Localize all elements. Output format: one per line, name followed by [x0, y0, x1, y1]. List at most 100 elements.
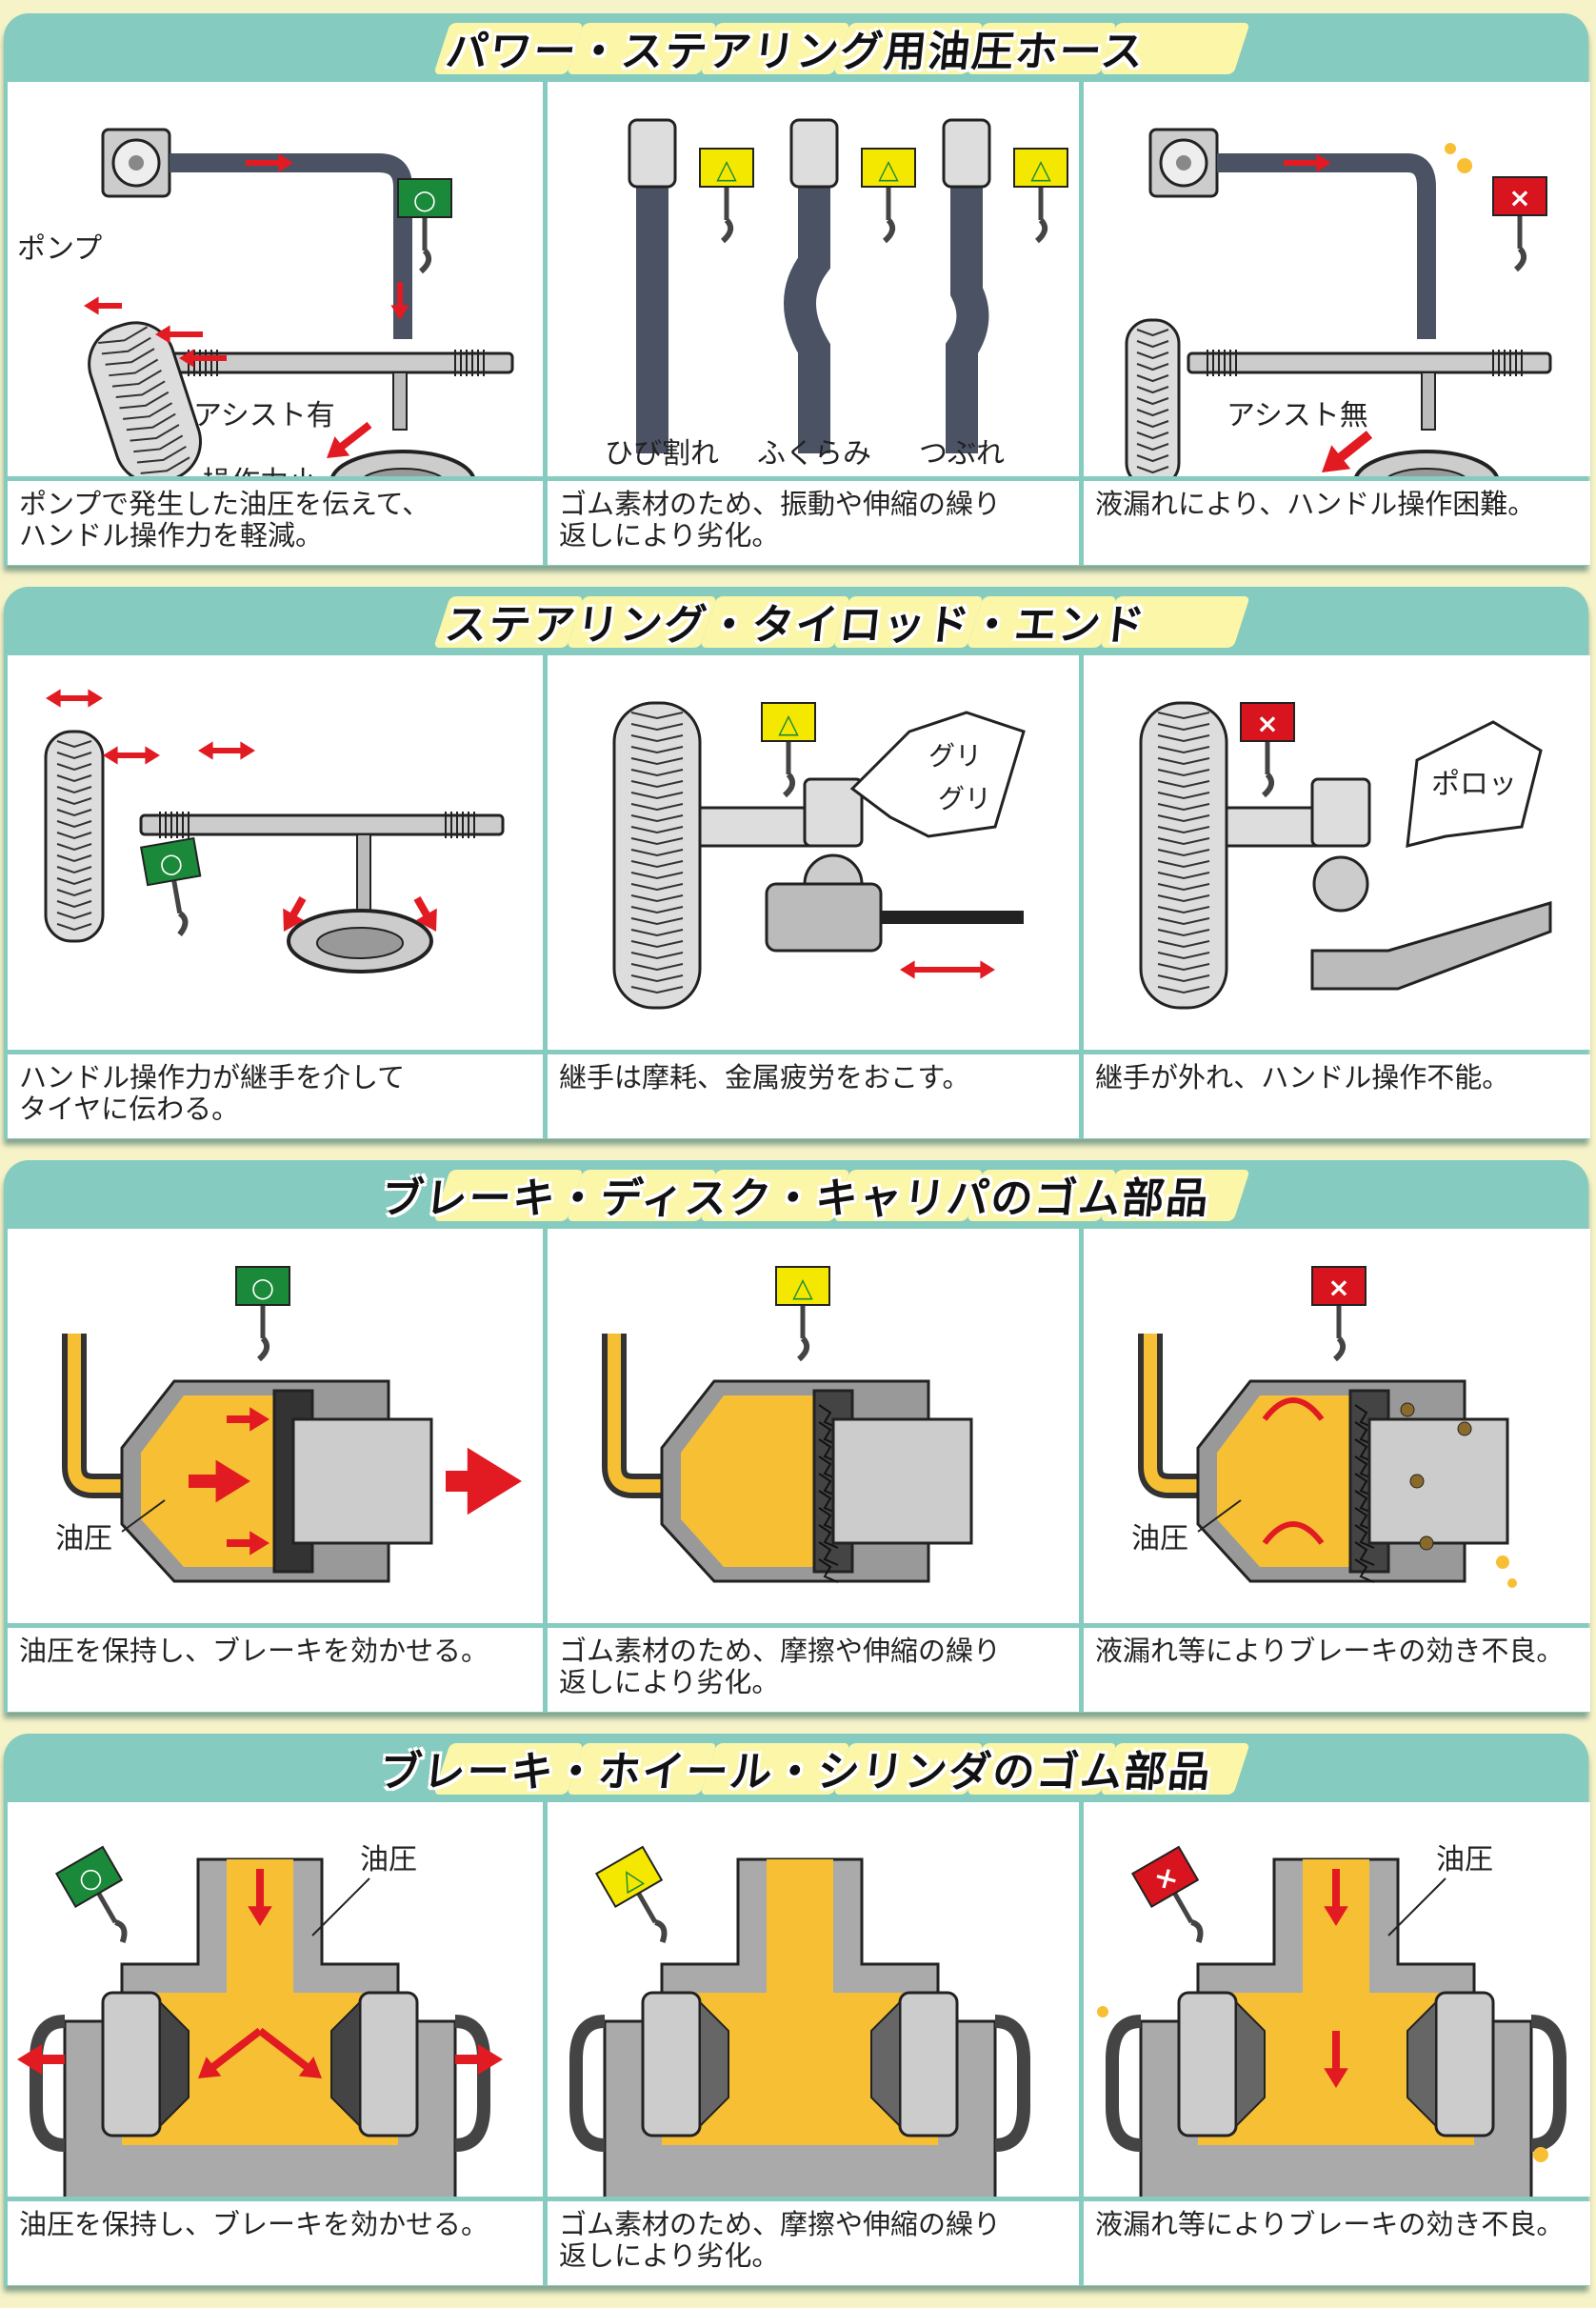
arrow-head [145, 746, 160, 765]
section-panel: パワー・ステアリング用油圧ホースポンプアシスト有操作力小○△△△ひび割れふくらみ… [4, 13, 1590, 566]
steering-column [356, 833, 371, 921]
arrow-shaft [227, 1415, 253, 1423]
arrow-shaft [209, 2027, 263, 2072]
arrow-head [478, 2044, 503, 2075]
crack-label: ひび割れ [605, 437, 719, 471]
rust-spot [1419, 1535, 1434, 1551]
oil-drop [1496, 1555, 1509, 1569]
tire-tread [630, 712, 684, 994]
oil-drop [1507, 1578, 1517, 1588]
section-header: ブレーキ・ディスク・キャリパのゴム部品 [4, 1160, 1588, 1229]
cup-seal [870, 1999, 901, 2129]
rust-spot [1457, 1421, 1472, 1436]
status-sign: × [1492, 176, 1547, 272]
rubber-hose [784, 139, 830, 453]
caption-text: 液漏れにより、ハンドル操作困難。 [1084, 481, 1590, 565]
triangle-mark-icon: △ [878, 153, 899, 185]
red-arrow-icon [257, 2027, 322, 2078]
cup-seal [159, 1999, 190, 2129]
tire-icon [612, 701, 702, 1010]
red-arrow-icon [198, 741, 236, 760]
hand-icon [256, 1335, 270, 1362]
sign-board [397, 178, 452, 218]
red-arrow-icon [1324, 2031, 1348, 2088]
section-panel: ステアリング・タイロッド・エンド○グリグリ△ポロッ×ハンドル操作力が継手を介して… [4, 587, 1590, 1139]
illustration: ポロッ× [1139, 701, 1552, 1010]
hose-fitting [789, 118, 839, 189]
pump-hub [129, 155, 144, 171]
tire-icon [1125, 318, 1181, 476]
seal-cracks [818, 1404, 839, 1583]
arrow-head [179, 349, 194, 368]
illustration-cell: ポロッ× [1084, 655, 1590, 1050]
red-arrow-icon [179, 349, 227, 368]
status-sign: △ [1013, 148, 1068, 244]
arrow-head [215, 1459, 250, 1503]
arrow-head [1321, 445, 1351, 472]
arrow-shaft [257, 2027, 311, 2072]
arrow-shaft [289, 896, 307, 919]
red-arrow-icon [103, 746, 141, 765]
sign-board [1492, 176, 1547, 216]
caption-text: ゴム素材のため、摩擦や伸縮の繰り 返しにより劣化。 [548, 1628, 1079, 1712]
arrow-head [198, 741, 213, 760]
oil-drop [1533, 2147, 1548, 2162]
arrow-shaft [210, 748, 236, 753]
sign-board [775, 1266, 830, 1306]
illustration: △△△ひび割れふくらみつぶれ [605, 118, 1068, 471]
hand-icon [418, 248, 432, 274]
piston [831, 1417, 973, 1545]
arrow-shaft [168, 331, 203, 337]
tire-icon [88, 321, 202, 476]
pump-hub [1176, 155, 1191, 171]
arrow-head [249, 1407, 269, 1432]
arrow-head [84, 296, 99, 315]
hydraulic-hose [1217, 153, 1436, 339]
caption-text: ゴム素材のため、摩擦や伸縮の繰り 返しにより劣化。 [548, 2201, 1079, 2285]
illustration-cell: 油圧× [1084, 1802, 1590, 2197]
rust-spot [1409, 1474, 1425, 1489]
triangle-mark-icon: △ [792, 1272, 813, 1303]
illustration-cell: △△△ひび割れふくらみつぶれ [548, 82, 1079, 476]
sign-board [1311, 1266, 1367, 1306]
section-title: パワー・ステアリング用油圧ホース [443, 28, 1148, 76]
arrow-head [249, 1531, 269, 1555]
assist-label: アシスト有 [193, 399, 335, 432]
section-title: ブレーキ・ディスク・キャリパのゴム部品 [378, 1174, 1213, 1223]
rust-spot [1400, 1402, 1415, 1417]
red-arrow-icon [446, 1447, 522, 1515]
nut [803, 777, 864, 848]
ball-joint [1312, 855, 1369, 913]
cup-seal [1235, 1999, 1266, 2129]
leak-arrow-icon [1262, 1521, 1325, 1545]
arrow-shaft [413, 896, 431, 919]
steering-column [1421, 371, 1436, 431]
section-header: パワー・ステアリング用油圧ホース [4, 13, 1588, 82]
red-arrow-icon [227, 1531, 269, 1555]
sign-board [1130, 1845, 1200, 1909]
nut [1310, 777, 1371, 848]
status-sign: × [1240, 702, 1295, 798]
red-arrow-icon [1324, 1869, 1348, 1926]
circle-mark-icon: ○ [251, 1272, 274, 1303]
caption-text: 液漏れ等によりブレーキの効き不良。 [1084, 2201, 1590, 2285]
sign-board [54, 1845, 124, 1909]
section-header: ブレーキ・ホイール・シリンダのゴム部品 [4, 1734, 1588, 1802]
sign-stick [171, 879, 183, 914]
piston-right [898, 1991, 959, 2137]
brake-fluid [68, 1334, 141, 1493]
cup-seal [330, 1999, 361, 2129]
illustration: 油圧× [1097, 1843, 1566, 2197]
wheel-rim [330, 450, 475, 476]
red-arrow-icon [900, 960, 967, 979]
section-panel: ブレーキ・ディスク・キャリパのゴム部品油圧○△油圧×油圧を保持し、ブレーキを効か… [4, 1160, 1590, 1713]
arrow-shaft [38, 2055, 65, 2064]
illustration: ○ [44, 689, 505, 973]
cross-mark-icon: × [1256, 708, 1278, 739]
leader-line [311, 1877, 370, 1937]
dust-boot [30, 2015, 490, 2152]
wheel-hub [1387, 468, 1466, 476]
cup-seal [1406, 1999, 1437, 2129]
section-panel: ブレーキ・ホイール・シリンダのゴム部品油圧○△油圧×油圧を保持し、ブレーキを効か… [4, 1734, 1590, 2286]
illustration: △ [602, 1266, 973, 1583]
